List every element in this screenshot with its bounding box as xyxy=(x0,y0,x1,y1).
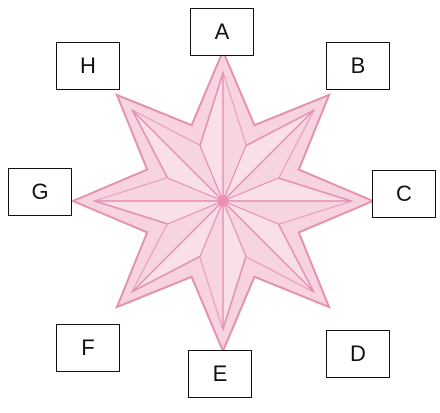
label-h: H xyxy=(80,53,96,79)
label-e: E xyxy=(213,361,228,387)
label-a: A xyxy=(215,19,230,45)
label-box-e: E xyxy=(188,350,252,398)
label-box-f: F xyxy=(56,324,120,372)
label-g: G xyxy=(31,179,48,205)
label-box-h: H xyxy=(56,42,120,90)
label-d: D xyxy=(350,341,366,367)
label-box-c: C xyxy=(372,170,436,218)
label-box-a: A xyxy=(190,8,254,56)
star-center-dot xyxy=(217,195,229,207)
label-box-b: B xyxy=(326,42,390,90)
label-box-g: G xyxy=(8,168,72,216)
label-f: F xyxy=(81,335,94,361)
label-box-d: D xyxy=(326,330,390,378)
label-c: C xyxy=(396,181,412,207)
label-b: B xyxy=(351,53,366,79)
